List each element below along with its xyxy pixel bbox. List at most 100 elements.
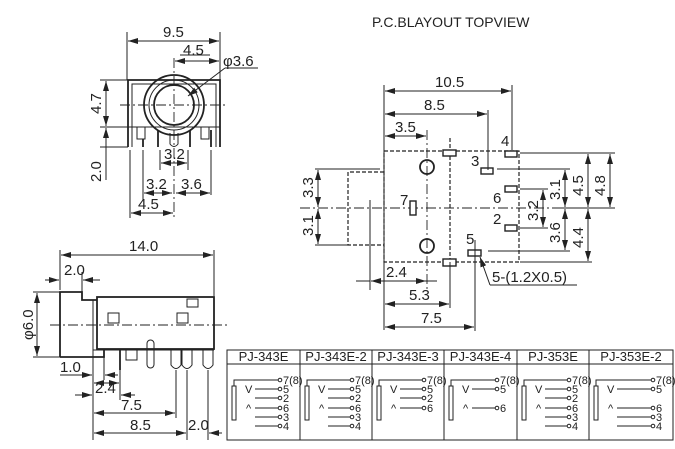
sleeve-contact-symbol bbox=[304, 385, 310, 421]
pcb-layout-view: 4 3 6 2 5 7 10.5 8.5 3.5 3.3 3.1 4.8 4.5… bbox=[300, 74, 615, 331]
pin-terminal-icon bbox=[349, 405, 355, 411]
pcb-pad-7 bbox=[409, 200, 417, 216]
sleeve-line bbox=[233, 379, 278, 386]
pin-label: 2 bbox=[355, 393, 361, 405]
pin-terminal-icon bbox=[566, 414, 572, 420]
pin-terminal-icon bbox=[277, 386, 283, 392]
pcb-hole-upper bbox=[419, 159, 435, 175]
pcb-hole-lower bbox=[419, 238, 435, 254]
dim-side-d3: 7.5 bbox=[121, 397, 142, 414]
ring-contact-symbol: ^ bbox=[246, 403, 252, 415]
sleeve-contact-symbol bbox=[231, 385, 237, 421]
table-border bbox=[226, 349, 674, 441]
pcb-pad-6 bbox=[504, 185, 518, 193]
pin-label: 2 bbox=[427, 393, 433, 405]
pin-terminal-icon bbox=[650, 414, 656, 420]
tip-contact-symbol: V bbox=[390, 384, 398, 396]
pin-terminal-icon bbox=[349, 414, 355, 420]
pin-terminal-icon bbox=[421, 395, 427, 401]
pin-label: 4 bbox=[656, 421, 662, 433]
pcb-pad-2 bbox=[504, 224, 518, 232]
sleeve-line bbox=[595, 379, 651, 386]
pin-label: 2 bbox=[283, 393, 289, 405]
pin-label: 2 bbox=[572, 393, 578, 405]
dim-side-d5: 2.0 bbox=[188, 417, 209, 434]
pin-label: 7(8) bbox=[572, 375, 592, 387]
pin-terminal-icon bbox=[566, 386, 572, 392]
dim-pcb-right-d: 3.2 bbox=[525, 200, 542, 221]
sleeve-line bbox=[378, 379, 422, 386]
pin-label: 6 bbox=[656, 403, 662, 415]
dim-pcb-lower-left: 3.1 bbox=[300, 215, 317, 236]
dim-front-pin-d: 4.5 bbox=[138, 196, 159, 213]
pin-label: 3 bbox=[283, 412, 289, 424]
model-name-header: PJ-343E-3 bbox=[377, 349, 438, 364]
dim-pcb-upper-left: 3.3 bbox=[300, 177, 317, 198]
model-name-header: PJ-343E-2 bbox=[305, 349, 366, 364]
pin-terminal-icon bbox=[421, 405, 427, 411]
pin-label: 6 bbox=[283, 403, 289, 415]
pin-label: 5 bbox=[572, 384, 578, 396]
pin-label: 4 bbox=[283, 421, 289, 433]
dim-pcb-width-b: 8.5 bbox=[424, 97, 445, 114]
ring-contact-symbol: ^ bbox=[608, 403, 614, 415]
pin-terminal-icon bbox=[566, 405, 572, 411]
layout-title: P.C.BLAYOUT TOPVIEW bbox=[372, 14, 530, 30]
pin-terminal-icon bbox=[277, 395, 283, 401]
pin-label: 3 bbox=[572, 412, 578, 424]
dim-pcb-right-b: 4.5 bbox=[570, 175, 587, 196]
tip-contact-symbol: V bbox=[462, 384, 470, 396]
dim-front-height: 4.7 bbox=[88, 93, 105, 114]
dim-pcb-bottom-c: 7.5 bbox=[421, 310, 442, 327]
pin-terminal-icon bbox=[277, 405, 283, 411]
sleeve-line bbox=[523, 379, 567, 386]
dim-front-diameter: φ3.6 bbox=[223, 53, 254, 70]
ring-contact-symbol: ^ bbox=[536, 403, 542, 415]
pcb-nose-outline bbox=[347, 171, 384, 246]
pin-label: 6 bbox=[500, 403, 506, 415]
dim-side-length: 14.0 bbox=[129, 238, 158, 255]
dim-side-d4: 8.5 bbox=[130, 417, 151, 434]
pin-label: 7(8) bbox=[283, 375, 303, 387]
dim-pcb-right-f: 4.4 bbox=[570, 227, 587, 248]
pin-label: 5 bbox=[283, 384, 289, 396]
side-pins bbox=[119, 339, 214, 370]
pcb-pad-top bbox=[442, 149, 457, 157]
sleeve-contact-symbol bbox=[593, 385, 599, 421]
pin-terminal-icon bbox=[566, 377, 572, 383]
side-window-3 bbox=[186, 298, 199, 308]
pin-terminal-icon bbox=[349, 395, 355, 401]
pin-label: 5 bbox=[656, 384, 662, 396]
dim-front-center-offset: 4.5 bbox=[183, 42, 204, 59]
pin-terminal-icon bbox=[566, 395, 572, 401]
pin-label: 7(8) bbox=[500, 375, 520, 387]
pin-label: 5 bbox=[427, 384, 433, 396]
pin-terminal-icon bbox=[349, 386, 355, 392]
pin-terminal-icon bbox=[650, 423, 656, 429]
pin-terminal-icon bbox=[650, 377, 656, 383]
pin-terminal-icon bbox=[494, 377, 500, 383]
pin-label-4: 4 bbox=[501, 133, 509, 150]
models-table: PJ-343E7(8)52634V^PJ-343E-27(8)52634V^PJ… bbox=[226, 349, 675, 441]
pin-label: 6 bbox=[427, 403, 433, 415]
pin-label-2: 2 bbox=[493, 211, 501, 228]
pin-label: 3 bbox=[355, 412, 361, 424]
dim-front-pin-a: 3.2 bbox=[164, 146, 185, 163]
front-pins bbox=[136, 126, 212, 147]
pin-label: 5 bbox=[355, 384, 361, 396]
pcb-pad-4 bbox=[504, 150, 518, 158]
pin-label: 6 bbox=[572, 403, 578, 415]
sleeve-line bbox=[450, 379, 495, 386]
model-name-header: PJ-343E-4 bbox=[450, 349, 511, 364]
tip-contact-symbol: V bbox=[607, 384, 615, 396]
pcb-pad-3 bbox=[480, 167, 494, 175]
side-view: 14.0 2.0 φ6.0 1.0 2.4 7.5 8.5 2.0 bbox=[20, 238, 228, 440]
model-name-header: PJ-353E bbox=[528, 349, 578, 364]
dim-side-diameter: φ6.0 bbox=[20, 309, 37, 340]
pin-terminal-icon bbox=[421, 386, 427, 392]
pin-label-6: 6 bbox=[493, 190, 501, 207]
ring-contact-symbol: ^ bbox=[463, 403, 469, 415]
tip-contact-symbol: V bbox=[245, 384, 253, 396]
